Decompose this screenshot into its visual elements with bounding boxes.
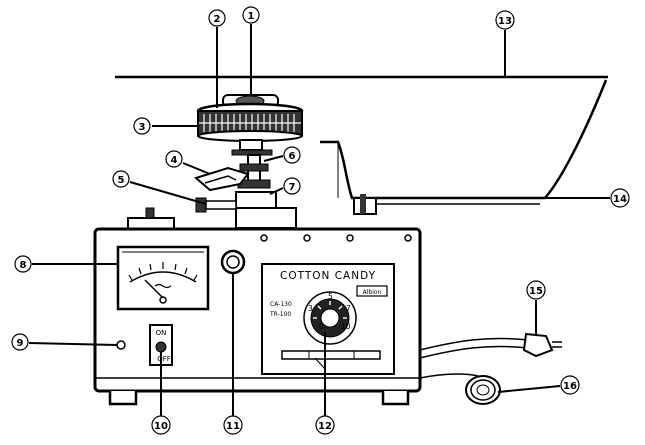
svg-text:⑯: ⑯: [0, 8, 1, 11]
dial-mark-5: 5: [328, 292, 333, 301]
dial-mark-10: 10: [341, 322, 351, 331]
callout-11: 11: [223, 415, 243, 435]
callout-3: 3: [133, 117, 151, 135]
temperature-dial[interactable]: 0 3 5 7 10: [303, 291, 357, 345]
svg-text:3: 3: [139, 122, 146, 133]
callout-9: 9: [11, 333, 29, 351]
bowl-clip: [353, 194, 540, 215]
bowl: [115, 75, 608, 200]
svg-text:6: 6: [289, 151, 296, 162]
svg-text:8: 8: [20, 260, 27, 271]
svg-text:9: 9: [17, 338, 24, 349]
svg-text:13: 13: [498, 16, 512, 27]
svg-text:4: 4: [171, 155, 178, 166]
callout-6: 6: [283, 146, 301, 164]
coiled-cord: [419, 373, 501, 405]
pilot-lamp: [116, 340, 126, 350]
switch-off-label: OFF: [157, 355, 171, 363]
callout-5: 5: [112, 170, 130, 188]
dial-mark-0: 0: [319, 322, 324, 331]
svg-text:16: 16: [563, 381, 577, 392]
power-cord: [419, 332, 562, 359]
svg-text:2: 2: [214, 14, 221, 25]
svg-text:11: 11: [226, 421, 240, 432]
control-panel: COTTON CANDY CA-130 TR-100 Albion 0 3 5 …: [261, 263, 395, 375]
svg-text:1: 1: [248, 11, 255, 22]
svg-text:7: 7: [289, 182, 296, 193]
ammeter: [116, 245, 210, 311]
callout-7: 7: [283, 177, 301, 195]
callout-1: 1: [242, 6, 260, 24]
fuse-holder: [220, 249, 246, 275]
svg-text:5: 5: [118, 175, 125, 186]
spinner-grille: [199, 114, 301, 132]
switch-on-label: ON: [156, 329, 167, 337]
callout-14: 14: [610, 188, 630, 208]
model-a-label: CA-130: [270, 301, 292, 308]
svg-text:15: 15: [529, 286, 543, 297]
callout-12: 12: [315, 415, 335, 435]
dial-mark-7: 7: [346, 304, 351, 313]
brand-badge: Albion: [363, 289, 382, 296]
model-b-label: TR-100: [269, 311, 291, 318]
leader-lines: [28, 24, 610, 416]
callout-10: 10: [151, 415, 171, 435]
svg-text:10: 10: [154, 421, 168, 432]
callout-8: 8: [14, 255, 32, 273]
power-switch[interactable]: ON OFF: [149, 324, 173, 366]
panel-title: COTTON CANDY: [280, 270, 376, 282]
callout-16: 16: [560, 375, 580, 395]
svg-text:12: 12: [318, 421, 332, 432]
callout-13: 13: [495, 10, 515, 30]
svg-text:14: 14: [613, 194, 627, 205]
callout-4: 4: [165, 150, 183, 168]
callouts: 1 2 3 4 5 6 7 8: [11, 6, 630, 435]
spinner-head: [196, 94, 304, 142]
dial-mark-3: 3: [308, 304, 313, 313]
spindle-assembly: [193, 139, 297, 229]
callout-15: 15: [526, 280, 546, 300]
callout-2: 2: [208, 9, 226, 27]
